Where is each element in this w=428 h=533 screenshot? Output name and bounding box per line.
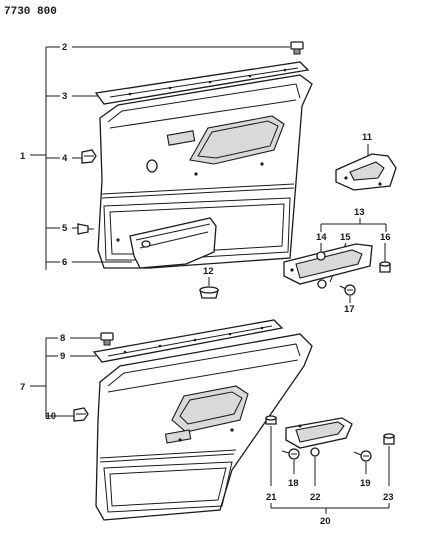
door-pocket-part-6 bbox=[129, 217, 217, 269]
armrest-part-20 bbox=[285, 417, 353, 449]
callout-9: 9 bbox=[60, 351, 65, 362]
diagram-code: 7730 800 bbox=[4, 6, 57, 18]
door-clip-part-8 bbox=[100, 332, 114, 346]
callout-19: 19 bbox=[360, 478, 371, 489]
callout-11: 11 bbox=[362, 132, 373, 143]
cap-part-16 bbox=[379, 261, 391, 273]
rear-door-trim-panel bbox=[95, 333, 313, 521]
callout-16: 16 bbox=[380, 232, 391, 243]
callout-14: 14 bbox=[316, 232, 327, 243]
callout-22: 22 bbox=[310, 492, 321, 503]
screw-part-19 bbox=[353, 450, 372, 462]
screw-part-18 bbox=[281, 448, 300, 460]
screw-part-17 bbox=[339, 284, 356, 296]
callout-15: 15 bbox=[340, 232, 351, 243]
weatherstrip-part-3 bbox=[94, 61, 310, 105]
screw-part-4 bbox=[81, 149, 97, 164]
callout-23: 23 bbox=[383, 492, 394, 503]
armrest-base-part-13 bbox=[283, 243, 373, 285]
callout-18: 18 bbox=[288, 478, 299, 489]
callout-1: 1 bbox=[20, 151, 26, 162]
callout-8: 8 bbox=[60, 333, 65, 344]
callout-4: 4 bbox=[62, 153, 68, 164]
cap-part-23 bbox=[383, 433, 395, 445]
grommet-part-12 bbox=[199, 286, 219, 299]
callout-3: 3 bbox=[62, 91, 67, 102]
cap-part-15 bbox=[317, 279, 327, 289]
callout-13: 13 bbox=[354, 207, 365, 218]
screw-part-10 bbox=[73, 407, 89, 422]
callout-21: 21 bbox=[266, 492, 277, 503]
callout-12: 12 bbox=[203, 266, 214, 277]
callout-6: 6 bbox=[62, 257, 67, 268]
cap-part-14 bbox=[316, 251, 326, 261]
callout-20: 20 bbox=[320, 516, 331, 527]
callout-5: 5 bbox=[62, 223, 68, 234]
cap-part-21 bbox=[265, 415, 277, 425]
door-clip-part-2 bbox=[290, 41, 304, 55]
armrest-part-11 bbox=[335, 153, 397, 191]
callout-17: 17 bbox=[344, 304, 355, 315]
weatherstrip-part-9 bbox=[92, 319, 284, 363]
cap-part-22 bbox=[310, 447, 320, 457]
callout-7: 7 bbox=[20, 382, 25, 393]
callout-2: 2 bbox=[62, 42, 67, 53]
front-door-trim-panel bbox=[97, 74, 313, 269]
clip-part-5 bbox=[77, 223, 94, 235]
callout-10: 10 bbox=[45, 411, 56, 422]
